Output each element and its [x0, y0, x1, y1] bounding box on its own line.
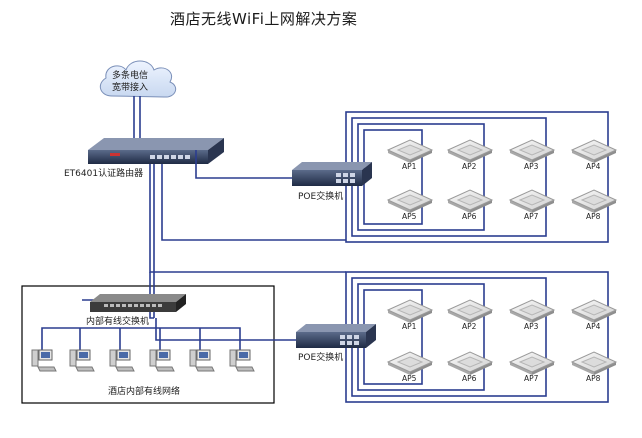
page-title: 酒店无线WiFi上网解决方案	[170, 10, 358, 28]
computer-icon	[189, 349, 215, 372]
access-point-icon	[508, 299, 556, 323]
lan-switch-device	[90, 294, 186, 312]
access-point-icon	[446, 139, 494, 163]
access-point-icon	[570, 351, 618, 375]
ap-label: AP2	[462, 322, 477, 331]
computer-icon	[229, 349, 255, 372]
lan-switch-label: 内部有线交换机	[86, 317, 150, 327]
internet-cloud-icon	[99, 60, 177, 98]
ap-label: AP4	[586, 322, 601, 331]
ap-label: AP1	[402, 322, 417, 331]
access-point-icon	[508, 351, 556, 375]
ap-label: AP3	[524, 162, 539, 171]
router-device	[88, 138, 224, 164]
poe-switch-bottom-label: POE交换机	[298, 353, 344, 363]
poe-switch-bottom-device	[296, 324, 376, 348]
access-point-icon	[508, 189, 556, 213]
poe-switch-top-device	[292, 162, 372, 186]
computer-icon	[149, 349, 175, 372]
lan-box	[21, 285, 275, 404]
poe-switch-top-label: POE交换机	[298, 192, 344, 202]
ap-label: AP6	[462, 212, 477, 221]
ap-label: AP5	[402, 374, 417, 383]
router-label: ET6401认证路由器	[64, 169, 144, 179]
access-point-icon	[446, 351, 494, 375]
access-point-icon	[386, 189, 434, 213]
computer-icon	[69, 349, 95, 372]
access-point-icon	[570, 299, 618, 323]
lan-computers	[31, 349, 255, 372]
ap-label: AP1	[402, 162, 417, 171]
access-points	[386, 139, 618, 375]
ap-label: AP6	[462, 374, 477, 383]
access-point-icon	[446, 299, 494, 323]
ap-label: AP2	[462, 162, 477, 171]
access-point-icon	[508, 139, 556, 163]
access-point-icon	[570, 139, 618, 163]
computer-icon	[109, 349, 135, 372]
lan-network-label: 酒店内部有线网络	[108, 387, 181, 397]
cloud-line-2: 宽带接入	[112, 83, 149, 93]
ap-label: AP8	[586, 212, 601, 221]
cloud-label: 多条电信 宽带接入	[112, 70, 148, 94]
cloud-line-1: 多条电信	[112, 71, 149, 81]
access-point-icon	[570, 189, 618, 213]
ap-label: AP4	[586, 162, 601, 171]
ap-label: AP5	[402, 212, 417, 221]
access-point-icon	[386, 299, 434, 323]
wan-links	[133, 96, 141, 140]
ap-label: AP7	[524, 212, 539, 221]
computer-icon	[31, 349, 57, 372]
access-point-icon	[446, 189, 494, 213]
ap-label: AP7	[524, 374, 539, 383]
access-point-icon	[386, 139, 434, 163]
access-point-icon	[386, 351, 434, 375]
ap-label: AP3	[524, 322, 539, 331]
ap-label: AP8	[586, 374, 601, 383]
